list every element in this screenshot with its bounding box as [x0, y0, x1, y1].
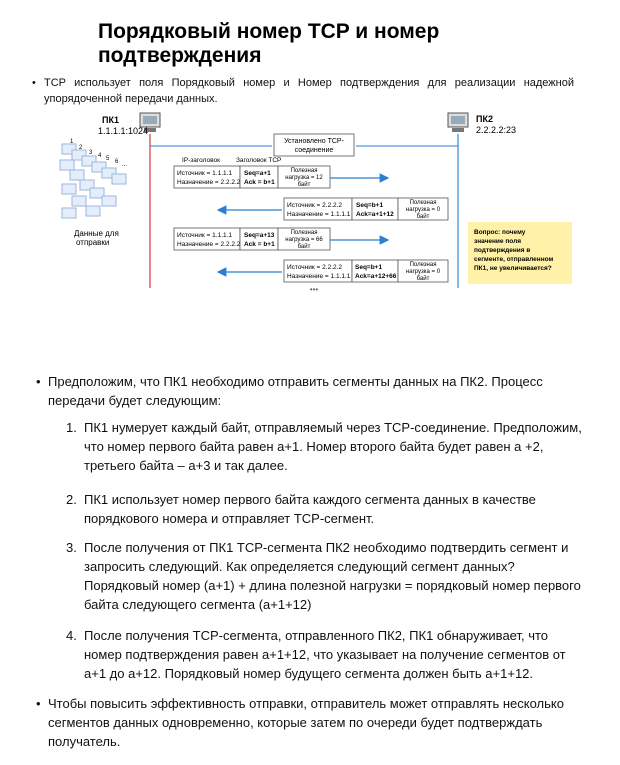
seg2-payload: байт	[417, 213, 430, 220]
intro-text: TCP использует поля Порядковый номер и Н…	[44, 77, 574, 105]
step-number: 3.	[66, 540, 77, 555]
segment-2	[216, 197, 449, 221]
seg2-seq: Seq=b+1	[356, 202, 383, 209]
step-number: 1.	[66, 420, 77, 435]
established-line1: Установлено TCP-	[284, 138, 344, 145]
bullet-marker: •	[32, 77, 36, 89]
step-1: 1. ПК1 нумерует каждый байт, отправляемы…	[66, 418, 584, 475]
bullet-efficiency: • Чтобы повысить эффективность отправки,…	[36, 694, 588, 751]
step-text: ПК1 использует номер первого байта каждо…	[84, 492, 536, 526]
seg3-dst: Назначение = 2.2.2.2	[177, 241, 241, 248]
established-box	[273, 133, 355, 157]
stack-number: 6	[115, 159, 119, 165]
data-label-line2: отправки	[76, 238, 109, 247]
seg3-payload: нагрузка = 66	[285, 237, 323, 243]
seg1-src: Источник = 1.1.1.1	[177, 170, 232, 177]
segment-4	[216, 259, 449, 283]
seg2-payload: Полезная	[410, 200, 437, 206]
step-2: 2. ПК1 использует номер первого байта ка…	[66, 490, 584, 528]
stack-number: 3	[89, 150, 93, 156]
seg3-seq: Seq=a+13	[244, 232, 275, 239]
seg1-ack: Ack = b+1	[244, 179, 275, 186]
ip-header-label: IP-заголовок	[182, 157, 220, 164]
more-segments-ellipsis: •••	[310, 285, 319, 294]
stack-number: 1	[70, 139, 74, 145]
seg1-payload: нагрузка = 12	[285, 175, 323, 181]
stack-number: 2	[79, 145, 83, 151]
stack-number: 4	[98, 153, 102, 159]
tcp-sequence-diagram: ПК1 1.1.1.1:1024 ПК2 2.2.2.2:23	[58, 110, 578, 295]
pc2-name: ПК2	[476, 114, 493, 124]
pc1-address: 1.1.1.1:1024	[98, 126, 148, 136]
step-number: 2.	[66, 492, 77, 507]
step-text: После получения TCP-сегмента, отправленн…	[84, 628, 566, 681]
established-line2: соединение	[295, 147, 334, 154]
seg2-src: Источник = 2.2.2.2	[287, 202, 342, 209]
bullet-marker: •	[36, 374, 41, 389]
question-line: ПК1, не увеличивается?	[474, 265, 552, 272]
intro-paragraph: • TCP использует поля Порядковый номер и…	[32, 75, 574, 107]
pc2-address: 2.2.2.2:23	[476, 125, 516, 135]
seg4-src: Источник = 2.2.2.2	[287, 264, 342, 271]
seg1-payload: Полезная	[291, 168, 318, 174]
step-text: После получения от ПК1 TCP-сегмента ПК2 …	[84, 540, 581, 612]
seg3-payload: Полезная	[291, 230, 318, 236]
question-line: сегменте, отправленном	[474, 256, 554, 263]
seg1-seq: Seq=a+1	[244, 170, 271, 177]
seg3-ack: Ack = b+1	[244, 241, 275, 248]
pc1-name: ПК1	[102, 115, 119, 125]
segment-1	[173, 165, 390, 189]
seg4-ack: Ack=a+12+66	[355, 273, 397, 280]
seg4-payload: Полезная	[410, 262, 437, 268]
seg4-dst: Назначение = 1.1.1.1	[287, 273, 351, 280]
seg2-ack: Ack=a+1+12	[356, 211, 394, 218]
pc2-computer-icon	[447, 112, 469, 132]
bullet-process-text: Предположим, что ПК1 необходимо отправит…	[48, 374, 543, 408]
seg3-payload: байт	[298, 243, 311, 250]
seg2-dst: Назначение = 1.1.1.1	[287, 211, 351, 218]
seg2-payload: нагрузка = 0	[406, 207, 441, 213]
step-number: 4.	[66, 628, 77, 643]
bullet-marker: •	[36, 696, 41, 711]
stack-number: 5	[106, 156, 110, 162]
question-line: подтверждения в	[474, 247, 530, 254]
seg1-dst: Назначение = 2.2.2.2	[177, 179, 241, 186]
seg4-payload: байт	[417, 275, 430, 282]
seg3-src: Источник = 1.1.1.1	[177, 232, 232, 239]
question-line: Вопрос: почему	[474, 229, 526, 236]
data-stack-graphic	[59, 143, 127, 219]
seg4-seq: Seq=b+1	[355, 264, 382, 271]
segment-3	[173, 227, 390, 251]
step-4: 4. После получения TCP-сегмента, отправл…	[66, 626, 584, 683]
slide-title: Порядковый номер TCP и номер подтвержден…	[98, 20, 440, 67]
question-line: значение поля	[474, 238, 521, 245]
diagram-svg: ПК1 1.1.1.1:1024 ПК2 2.2.2.2:23	[59, 112, 572, 294]
step-3: 3. После получения от ПК1 TCP-сегмента П…	[66, 538, 584, 614]
question-note	[468, 222, 572, 284]
data-label-line1: Данные для	[74, 229, 119, 238]
bullet-efficiency-text: Чтобы повысить эффективность отправки, о…	[48, 696, 564, 749]
stack-number: ...	[122, 162, 127, 168]
pc1-computer-icon	[139, 112, 161, 132]
seg4-payload: нагрузка = 0	[406, 269, 441, 275]
bullet-process: • Предположим, что ПК1 необходимо отправ…	[36, 372, 588, 410]
seg1-payload: байт	[298, 181, 311, 188]
tcp-header-label: Заголовок TCP	[236, 157, 281, 164]
step-text: ПК1 нумерует каждый байт, отправляемый ч…	[84, 420, 582, 473]
